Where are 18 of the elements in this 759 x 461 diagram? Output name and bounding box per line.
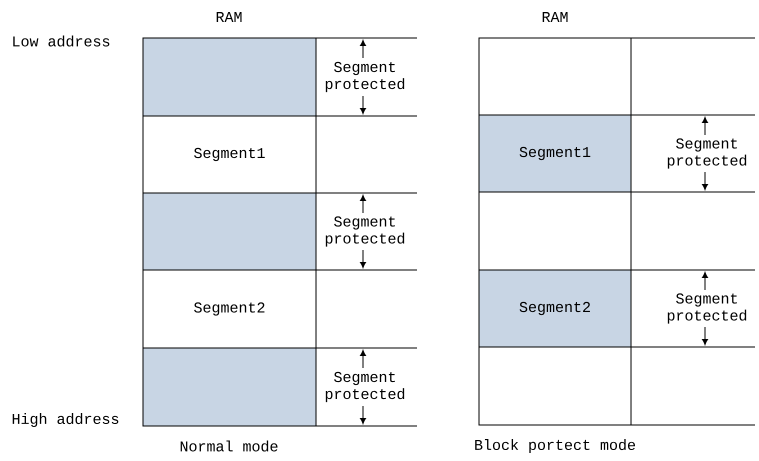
memory-block — [478, 346, 632, 426]
segment-label: Segment protected — [668, 138, 746, 169]
memory-block: Segment1 — [142, 116, 316, 194]
heading-label: RAM — [216, 12, 242, 22]
heading-label: Normal mode — [180, 440, 278, 452]
memory-block: Segment2 — [142, 270, 316, 348]
segment-label: Segment protected — [326, 216, 404, 247]
memory-block: Segment1 — [478, 114, 632, 192]
memory-block: Segment2 — [478, 270, 632, 348]
segment-label: Segment protected — [668, 293, 746, 324]
memory-block — [142, 38, 316, 116]
memory-block — [142, 192, 316, 270]
memory-block — [478, 38, 632, 116]
segment-label: Segment protected — [326, 62, 404, 92]
memory-block — [142, 348, 316, 426]
segment-label: Segment protected — [326, 372, 404, 402]
memory-block — [478, 192, 632, 270]
heading-label: RAM — [542, 12, 568, 22]
